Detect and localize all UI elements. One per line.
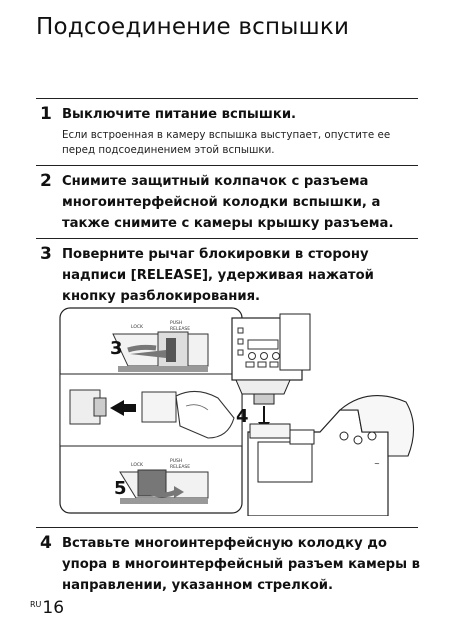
divider	[36, 98, 418, 99]
page-number: RU16	[30, 598, 64, 618]
camera-body: ~	[247, 395, 415, 516]
page-prefix: RU	[30, 600, 42, 609]
svg-text:PUSH: PUSH	[170, 458, 182, 464]
lock-lever-detail-top: LOCK PUSH RELEASE	[112, 320, 209, 372]
svg-text:LOCK: LOCK	[131, 462, 144, 468]
step-text: Выключите питание вспышки.	[62, 107, 297, 122]
lock-lever-detail-bottom: LOCK PUSH RELEASE	[119, 458, 209, 504]
svg-text:RELEASE: RELEASE	[170, 464, 190, 470]
page-title: Подсоединение вспышки	[36, 14, 350, 40]
lever-label-push: PUSH	[170, 320, 182, 326]
step-4: 4 Вставьте многоинтерфейсную колодку до …	[36, 533, 424, 596]
push-button-detail	[69, 389, 235, 439]
rotate-arrow-icon	[130, 350, 166, 358]
divider	[36, 165, 418, 166]
step-1: 1 Выключите питание вспышки. Если встрое…	[36, 104, 424, 158]
step-text: Снимите защитный колпачок с разъема мног…	[62, 174, 394, 231]
flash-unit	[231, 313, 311, 405]
lever-label-lock: LOCK	[131, 324, 144, 330]
step-2: 2 Снимите защитный колпачок с разъема мн…	[36, 171, 424, 234]
step-number: 4	[40, 533, 52, 553]
step-number: 1	[40, 104, 52, 124]
flash-attachment-illustration: LOCK PUSH RELEASE 3 LOCK PUSH RELEASE 5	[59, 307, 415, 516]
finger-icon	[175, 390, 235, 439]
lens	[338, 395, 415, 457]
step-3: 3 Поверните рычаг блокировки в сторону н…	[36, 244, 424, 307]
step-text: Поверните рычаг блокировки в сторону над…	[62, 247, 374, 304]
callout-5: 5	[114, 478, 127, 499]
step-note: Если встроенная в камеру вспышка выступа…	[62, 129, 391, 156]
divider	[36, 238, 418, 239]
callout-3: 3	[110, 338, 123, 359]
page-number-value: 16	[42, 598, 65, 618]
rotate-arrow-icon	[174, 486, 184, 498]
step-text: Вставьте многоинтерфейсную колодку до уп…	[62, 536, 420, 593]
step-number: 3	[40, 244, 52, 264]
divider	[36, 527, 418, 528]
lever-label-release: RELEASE	[170, 326, 190, 332]
step-number: 2	[40, 171, 52, 191]
arrow-left-icon	[110, 400, 136, 416]
callout-4: 4	[236, 406, 249, 427]
svg-text:~: ~	[374, 460, 380, 468]
